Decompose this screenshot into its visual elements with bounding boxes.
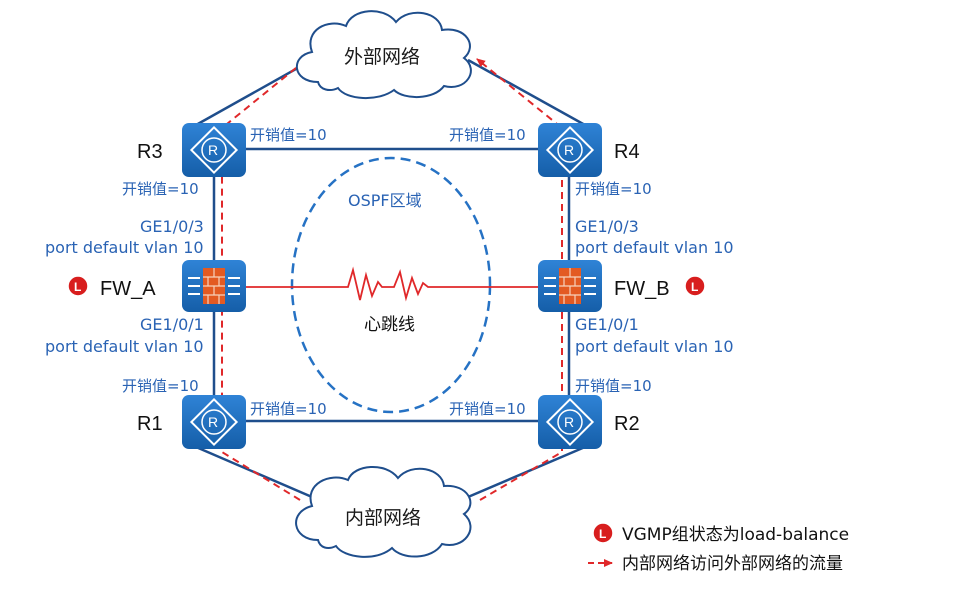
cost-label: 开销值=10	[250, 400, 327, 418]
router-r2[interactable]: R	[538, 395, 602, 449]
device-label-fw-b: FW_B	[614, 278, 670, 300]
interface-port-label: GE1/0/1	[575, 315, 639, 334]
device-label-r3: R3	[137, 141, 163, 163]
heartbeat-line	[246, 266, 538, 302]
router-icon	[189, 397, 239, 447]
router-r4[interactable]: R	[538, 123, 602, 177]
cost-label: 开销值=10	[575, 180, 652, 198]
interface-vlan-label: port default vlan 10	[575, 337, 734, 356]
router-icon	[189, 125, 239, 175]
svg-text:R: R	[208, 142, 218, 158]
cost-label: 开销值=10	[449, 126, 526, 144]
legend-traffic-item: 内部网络访问外部网络的流量	[588, 554, 843, 574]
device-label-r2: R2	[614, 413, 640, 435]
router-r1[interactable]: R	[182, 395, 246, 449]
svg-text:R: R	[564, 142, 574, 158]
cost-label: 开销值=10	[449, 400, 526, 418]
device-label-r1: R1	[137, 413, 163, 435]
firewall-icon	[188, 268, 240, 304]
legend: L VGMP组状态为load-balance 内部网络访问外部网络的流量	[588, 522, 849, 574]
device-label-r4: R4	[614, 141, 640, 163]
heartbeat-label: 心跳线	[364, 315, 415, 335]
interface-vlan-label: port default vlan 10	[45, 238, 204, 257]
router-icon	[545, 397, 595, 447]
firewall-fw-a[interactable]	[182, 260, 246, 312]
svg-text:R: R	[564, 414, 574, 430]
svg-text:R: R	[208, 414, 218, 430]
svg-text:L: L	[74, 280, 81, 294]
firewall-icon	[544, 268, 596, 304]
interface-port-label: GE1/0/3	[575, 217, 639, 236]
interface-port-label: GE1/0/1	[140, 315, 204, 334]
load-balance-badge-fw-b: L	[684, 275, 706, 297]
router-r3[interactable]: R	[182, 123, 246, 177]
internal-network-cloud: 内部网络	[295, 465, 472, 558]
legend-vgmp-label: VGMP组状态为load-balance	[622, 525, 849, 545]
internal-network-label: 内部网络	[345, 507, 421, 529]
device-label-fw-a: FW_A	[100, 278, 156, 300]
interface-port-label: GE1/0/3	[140, 217, 204, 236]
interface-vlan-label: port default vlan 10	[575, 238, 734, 257]
svg-text:L: L	[691, 280, 698, 294]
external-network-cloud: 外部网络	[295, 10, 472, 100]
link-r4-external	[467, 58, 586, 127]
svg-text:L: L	[599, 527, 606, 541]
load-balance-badge-fw-a: L	[67, 275, 89, 297]
firewall-fw-b[interactable]	[538, 260, 602, 312]
cost-label: 开销值=10	[122, 377, 199, 395]
router-icon	[545, 125, 595, 175]
cost-label: 开销值=10	[575, 377, 652, 395]
external-network-label: 外部网络	[344, 46, 420, 68]
ospf-area-boundary	[290, 156, 492, 414]
cost-label: 开销值=10	[122, 180, 199, 198]
legend-traffic-label: 内部网络访问外部网络的流量	[622, 554, 843, 574]
cost-label: 开销值=10	[250, 126, 327, 144]
ospf-area-label: OSPF区域	[348, 191, 422, 210]
legend-vgmp-item: L VGMP组状态为load-balance	[592, 522, 849, 545]
interface-vlan-label: port default vlan 10	[45, 337, 204, 356]
